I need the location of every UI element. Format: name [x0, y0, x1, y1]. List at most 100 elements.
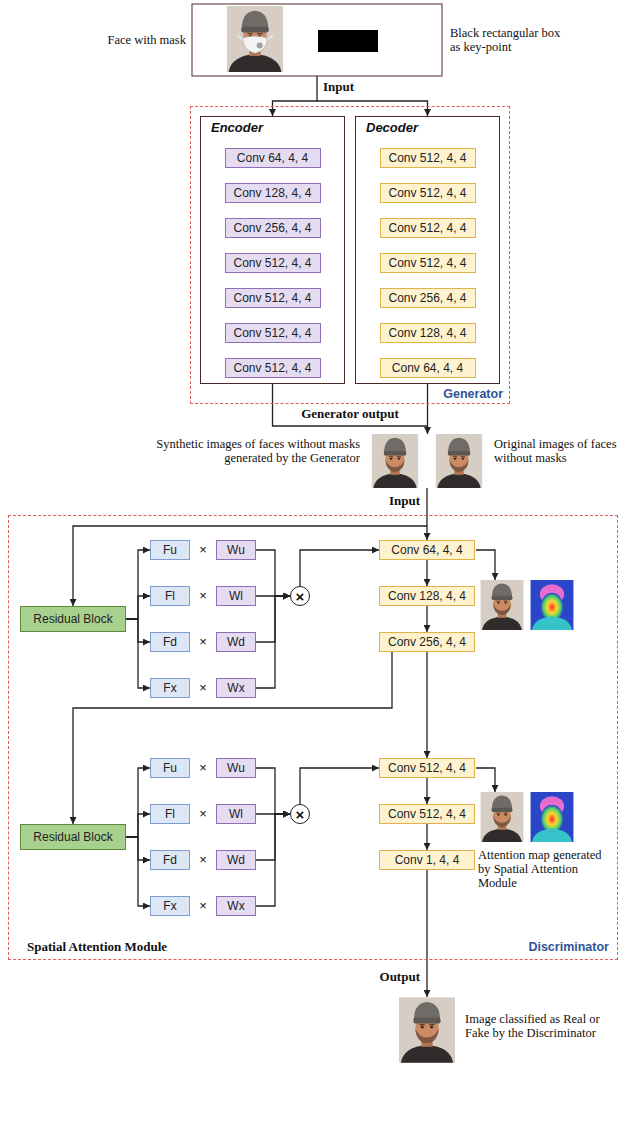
multiply-circle: ×	[290, 586, 310, 606]
output-wire	[426, 870, 427, 997]
arrow-connector	[126, 596, 150, 619]
arrow-connector	[126, 814, 150, 837]
arrow-connector	[256, 596, 290, 642]
image-note: Original images of faces without masks	[494, 437, 620, 465]
box-label: Conv 64, 4, 4	[392, 361, 463, 375]
arrow-connector	[426, 560, 427, 586]
region-title: Discriminator	[528, 940, 609, 954]
arrow-connector	[300, 550, 379, 586]
output-wire	[273, 384, 428, 426]
box-label: Conv 512, 4, 4	[388, 221, 466, 235]
arrow-connector	[426, 606, 427, 632]
box-label: Fl	[165, 589, 175, 603]
feature-box: Fu	[150, 758, 190, 778]
box-label: Wx	[227, 681, 244, 695]
feature-box: Fu	[150, 540, 190, 560]
box-label: Wd	[227, 853, 245, 867]
input-frame	[192, 4, 442, 76]
input-wire	[73, 526, 427, 606]
box-label: Wu	[227, 543, 245, 557]
weight-box: Wd	[216, 632, 256, 652]
box-label: Conv 512, 4, 4	[388, 807, 466, 821]
operator-symbol: ×	[296, 807, 305, 822]
conv-layer-box: Conv 256, 4, 4	[379, 632, 475, 652]
residual-block: Residual Block	[20, 606, 126, 632]
box-label: Conv 256, 4, 4	[388, 291, 466, 305]
box-label: Conv 64, 4, 4	[237, 151, 308, 165]
box-label: Wu	[227, 761, 245, 775]
weight-box: Wx	[216, 896, 256, 916]
weight-box: Wd	[216, 850, 256, 870]
conv-layer-box: Conv 512, 4, 4	[379, 804, 475, 824]
arrow-connector	[256, 550, 290, 596]
box-label: Conv 1, 4, 4	[395, 853, 460, 867]
feature-box: Fl	[150, 804, 190, 824]
conv-layer-box: Conv 64, 4, 4	[379, 540, 475, 560]
attention-wire	[476, 550, 495, 580]
box-label: Fu	[163, 543, 177, 557]
attention-heatmap	[531, 580, 574, 630]
arrow-connector	[256, 814, 290, 906]
decoder-panel: DecoderConv 512, 4, 4Conv 512, 4, 4Conv …	[355, 116, 500, 384]
box-label: Conv 128, 4, 4	[388, 589, 466, 603]
operator-symbol: ×	[296, 589, 305, 604]
image-note: Synthetic images of faces without masks …	[120, 437, 360, 465]
box-label: Residual Block	[33, 612, 112, 626]
weight-box: Wl	[216, 804, 256, 824]
attention-face-photo	[481, 792, 524, 842]
conv-layer-box: Conv 512, 4, 4	[225, 253, 321, 273]
arrow-connector	[256, 768, 290, 814]
feature-box: Fx	[150, 896, 190, 916]
arrow-connector	[126, 550, 150, 619]
arrow-connector	[126, 619, 150, 688]
key-point-box	[318, 30, 378, 52]
flow-label: Output	[370, 970, 420, 984]
multiply-circle: ×	[290, 804, 310, 824]
box-label: Fd	[163, 853, 177, 867]
arrow-connector	[126, 837, 150, 906]
conv-layer-box: Conv 512, 4, 4	[379, 758, 475, 778]
image-note: Image classified as Real or Fake by the …	[465, 1012, 617, 1040]
conv-layer-box: Conv 1, 4, 4	[379, 850, 475, 870]
attention-heatmap	[531, 792, 574, 842]
weight-box: Wl	[216, 586, 256, 606]
conv-layer-box: Conv 64, 4, 4	[380, 358, 476, 378]
conv-layer-box: Conv 128, 4, 4	[379, 586, 475, 606]
operator-symbol: ×	[190, 806, 216, 822]
box-label: Wd	[227, 635, 245, 649]
box-label: Conv 512, 4, 4	[233, 326, 311, 340]
conv-layer-box: Conv 512, 4, 4	[380, 218, 476, 238]
arrow-connector	[426, 824, 427, 850]
encoder-panel: EncoderConv 64, 4, 4Conv 128, 4, 4Conv 2…	[200, 116, 345, 384]
input-wire	[317, 101, 428, 116]
attention-wire	[476, 768, 495, 792]
arrow-connector	[256, 814, 290, 860]
residual-block: Residual Block	[20, 824, 126, 850]
arrow-connector	[300, 768, 379, 804]
flow-label: Input	[370, 494, 420, 508]
flow-label: Input	[323, 80, 373, 94]
operator-symbol: ×	[190, 898, 216, 914]
operator-symbol: ×	[190, 760, 216, 776]
conv-layer-box: Conv 512, 4, 4	[225, 323, 321, 343]
box-label: Wx	[227, 899, 244, 913]
box-label: Residual Block	[33, 830, 112, 844]
synthetic-face-photo	[372, 434, 418, 488]
box-label: Conv 512, 4, 4	[233, 291, 311, 305]
arrow-connector	[426, 652, 427, 758]
box-label: Fx	[163, 681, 176, 695]
arrow-connector	[73, 652, 392, 824]
generator-region: GeneratorEncoderConv 64, 4, 4Conv 128, 4…	[190, 106, 510, 404]
output-wire	[427, 384, 428, 434]
input-note: Black rectangular box as key-point	[450, 26, 562, 54]
conv-layer-box: Conv 512, 4, 4	[380, 253, 476, 273]
input-note: Face with mask	[90, 33, 186, 47]
operator-symbol: ×	[190, 852, 216, 868]
box-label: Conv 128, 4, 4	[233, 186, 311, 200]
box-label: Wl	[229, 589, 243, 603]
box-label: Conv 512, 4, 4	[388, 256, 466, 270]
panel-title: Encoder	[211, 120, 263, 135]
output-face-photo	[399, 997, 455, 1062]
conv-layer-box: Conv 512, 4, 4	[380, 148, 476, 168]
weight-box: Wu	[216, 758, 256, 778]
